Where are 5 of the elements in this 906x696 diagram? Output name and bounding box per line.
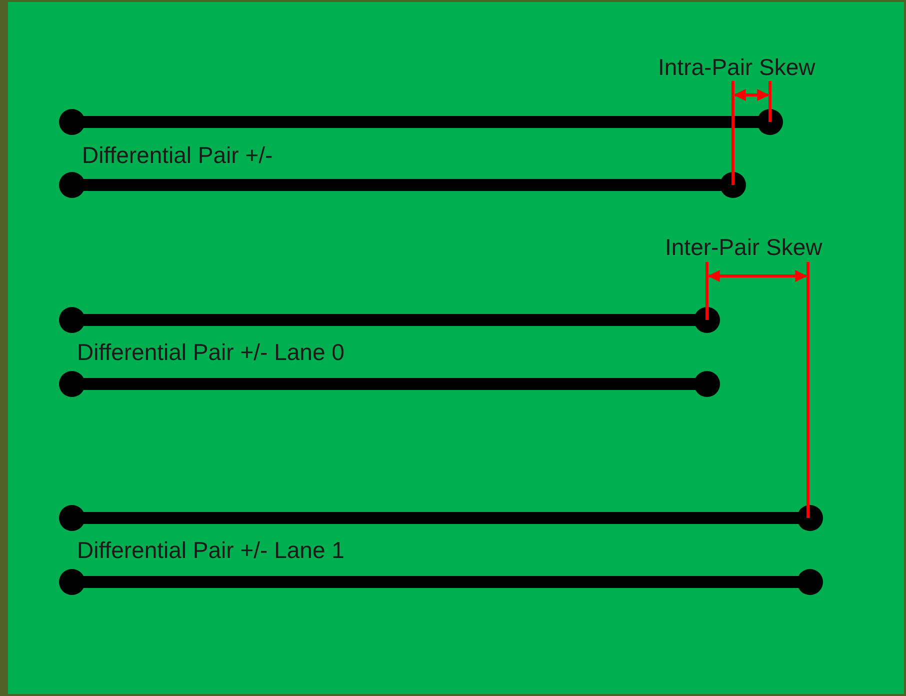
trace-label: Differential Pair +/- Lane 0: [77, 339, 344, 365]
dimension-label: Intra-Pair Skew: [658, 54, 816, 80]
dimension-label: Inter-Pair Skew: [665, 234, 822, 260]
trace-label: Differential Pair +/-: [82, 142, 273, 168]
trace-label: Differential Pair +/- Lane 1: [77, 537, 344, 563]
